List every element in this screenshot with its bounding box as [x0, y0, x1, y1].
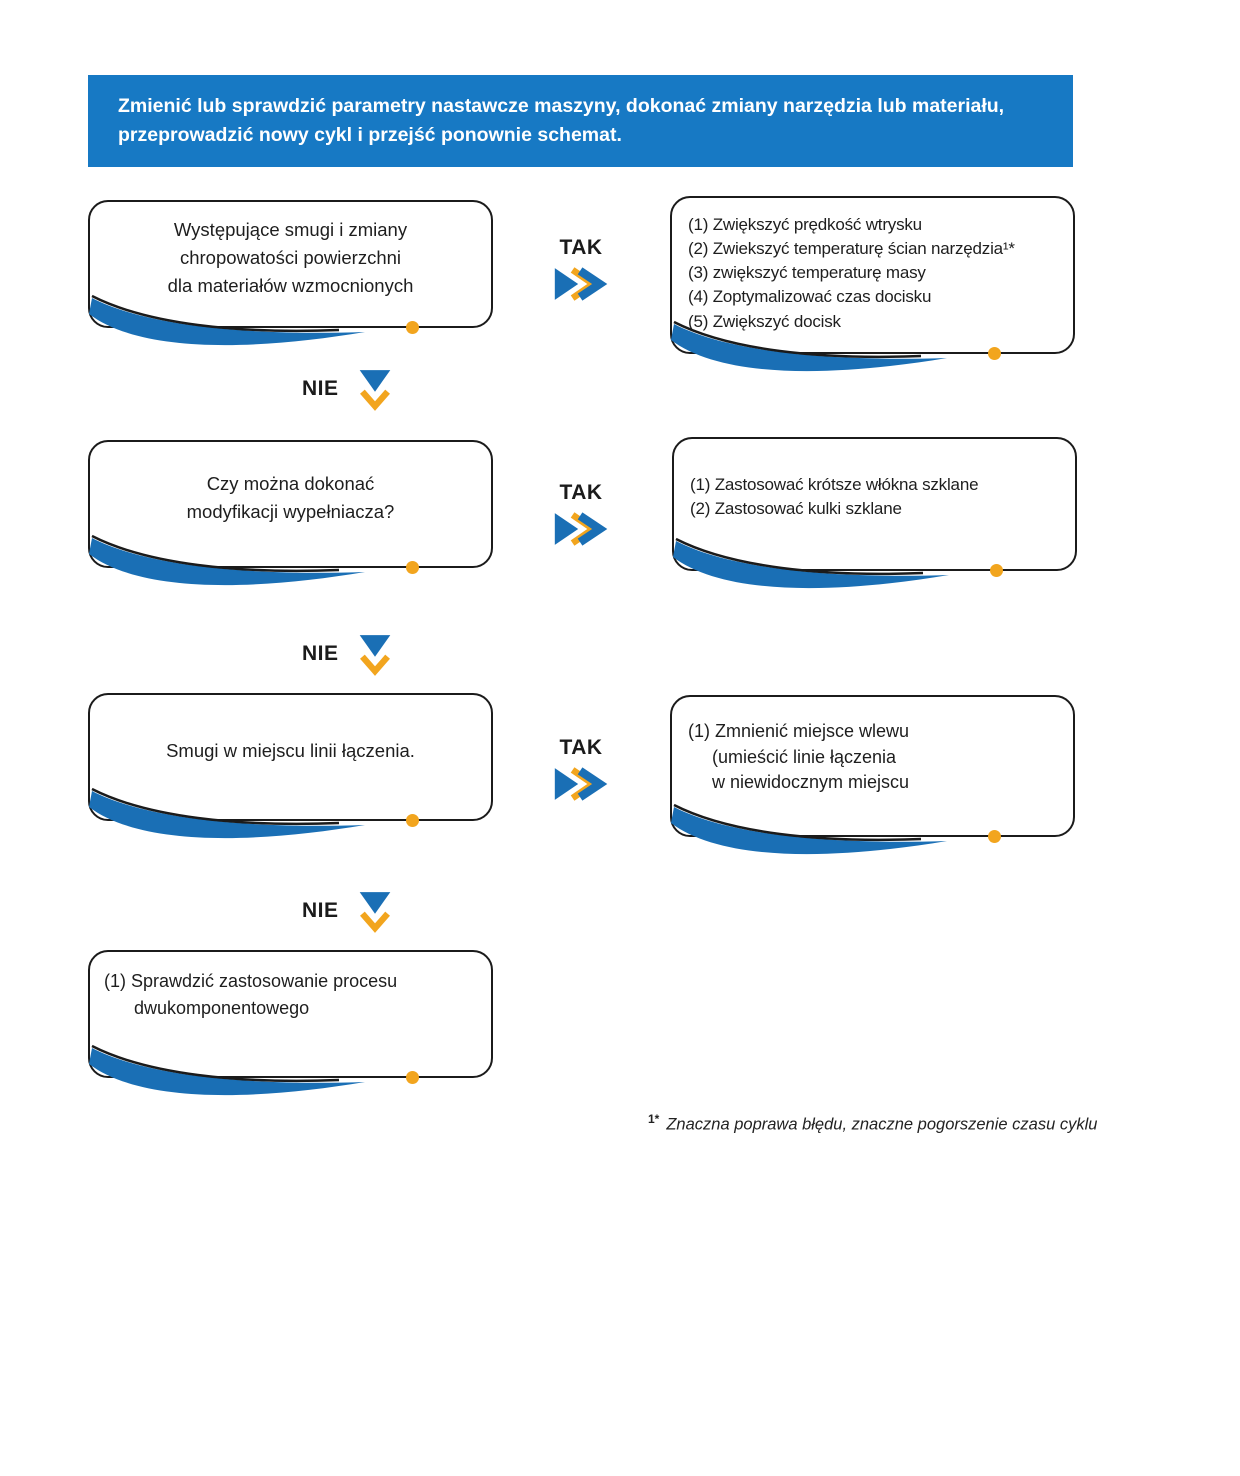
arrow-right-icon: [554, 767, 608, 801]
footnote-text: Znaczna poprawa błędu, znaczne pogorszen…: [666, 1115, 1098, 1134]
swoosh-decoration: [673, 537, 949, 589]
action-item: (umieścić linie łączenia: [712, 746, 897, 767]
action-item: w niewidocznym miejscu: [712, 772, 910, 793]
action-item: (5) Zwiększyć docisk: [688, 311, 841, 331]
orange-dot: [988, 346, 1001, 360]
yes-label: TAK: [559, 481, 603, 504]
question-line: Smugi w miejscu linii łączenia.: [166, 740, 415, 762]
arrow-down-icon: [359, 892, 390, 933]
footnote-marker: 1*: [648, 1112, 660, 1126]
arrow-down-icon: [359, 370, 390, 411]
no-branch-3: NIE: [302, 888, 393, 934]
no-label: NIE: [302, 377, 339, 400]
action-item: (3) zwiększyć temperaturę masy: [688, 263, 926, 283]
question-line: Występujące smugi i zmiany: [173, 219, 408, 241]
question-line: chropowatości powierzchni: [179, 247, 402, 269]
action-item: (2) Zwiekszyć temperaturę ścian narzędzi…: [688, 239, 1015, 259]
question-text-2: Czy można dokonać modyfikacji wypełniacz…: [90, 442, 491, 566]
action-box-1: (1) Zwiększyć prędkość wtrysku (2) Zwiek…: [670, 196, 1075, 372]
question-text-1: Występujące smugi i zmiany chropowatości…: [90, 202, 491, 326]
orange-dot: [406, 320, 419, 334]
header-banner: Zmienić lub sprawdzić parametry nastawcz…: [88, 75, 1073, 167]
arrow-down-icon: [359, 635, 390, 676]
action-box-2: (1) Zastosować krótsze włókna szklane (2…: [672, 437, 1077, 589]
question-box-1: Występujące smugi i zmiany chropowatości…: [88, 200, 493, 346]
action-item: (4) Zoptymalizować czas docisku: [688, 287, 932, 307]
action-item: (1) Zastosować krótsze włókna szklane: [690, 475, 979, 494]
question-line: dla materiałów wzmocnionych: [167, 274, 414, 296]
no-label: NIE: [302, 642, 339, 665]
footnote: 1* Znaczna poprawa błędu, znaczne pogorsz…: [648, 1112, 1097, 1135]
final-line: dwukomponentowego: [134, 998, 310, 1018]
yes-label: TAK: [559, 736, 603, 759]
swoosh-decoration: [89, 1044, 365, 1096]
orange-dot: [406, 560, 419, 574]
question-line: modyfikacji wypełniacza?: [186, 501, 395, 522]
yes-branch-1: TAK: [546, 236, 616, 303]
yes-branch-2: TAK: [546, 481, 616, 548]
action-item: (1) Zwiększyć prędkość wtrysku: [688, 215, 922, 234]
action-list-1: (1) Zwiększyć prędkość wtrysku (2) Zwiek…: [672, 213, 1073, 334]
action-box-3: (1) Zmnienić miejsce wlewu (umieścić lin…: [670, 695, 1075, 855]
swoosh-decoration: [671, 803, 947, 855]
question-box-2: Czy można dokonać modyfikacji wypełniacz…: [88, 440, 493, 586]
final-text: (1) Sprawdzić zastosowanie procesu dwuko…: [90, 952, 491, 1022]
arrow-right-icon: [554, 512, 608, 546]
no-branch-1: NIE: [302, 366, 393, 412]
orange-dot: [988, 829, 1001, 843]
action-list-2: (1) Zastosować krótsze włókna szklane (2…: [674, 473, 1075, 521]
action-list-3: (1) Zmnienić miejsce wlewu (umieścić lin…: [672, 719, 1073, 796]
orange-dot: [406, 1070, 419, 1084]
arrow-right-icon: [554, 267, 608, 301]
yes-branch-3: TAK: [546, 736, 616, 803]
orange-dot: [406, 813, 419, 827]
no-branch-2: NIE: [302, 631, 393, 677]
question-text-3: Smugi w miejscu linii łączenia.: [90, 695, 491, 819]
action-item: (1) Zmnienić miejsce wlewu: [688, 721, 910, 741]
question-line: Czy można dokonać: [206, 473, 375, 495]
yes-label: TAK: [559, 236, 603, 259]
action-item: (2) Zastosować kulki szklane: [690, 499, 902, 519]
header-line-1: Zmienić lub sprawdzić parametry nastawcz…: [118, 94, 1005, 117]
final-line: (1) Sprawdzić zastosowanie procesu: [104, 971, 398, 991]
no-label: NIE: [302, 899, 339, 922]
question-box-3: Smugi w miejscu linii łączenia.: [88, 693, 493, 839]
header-line-2: przeprowadzić nowy cykl i przejść ponown…: [118, 124, 622, 146]
orange-dot: [990, 563, 1003, 577]
final-action-box: (1) Sprawdzić zastosowanie procesu dwuko…: [88, 950, 493, 1096]
